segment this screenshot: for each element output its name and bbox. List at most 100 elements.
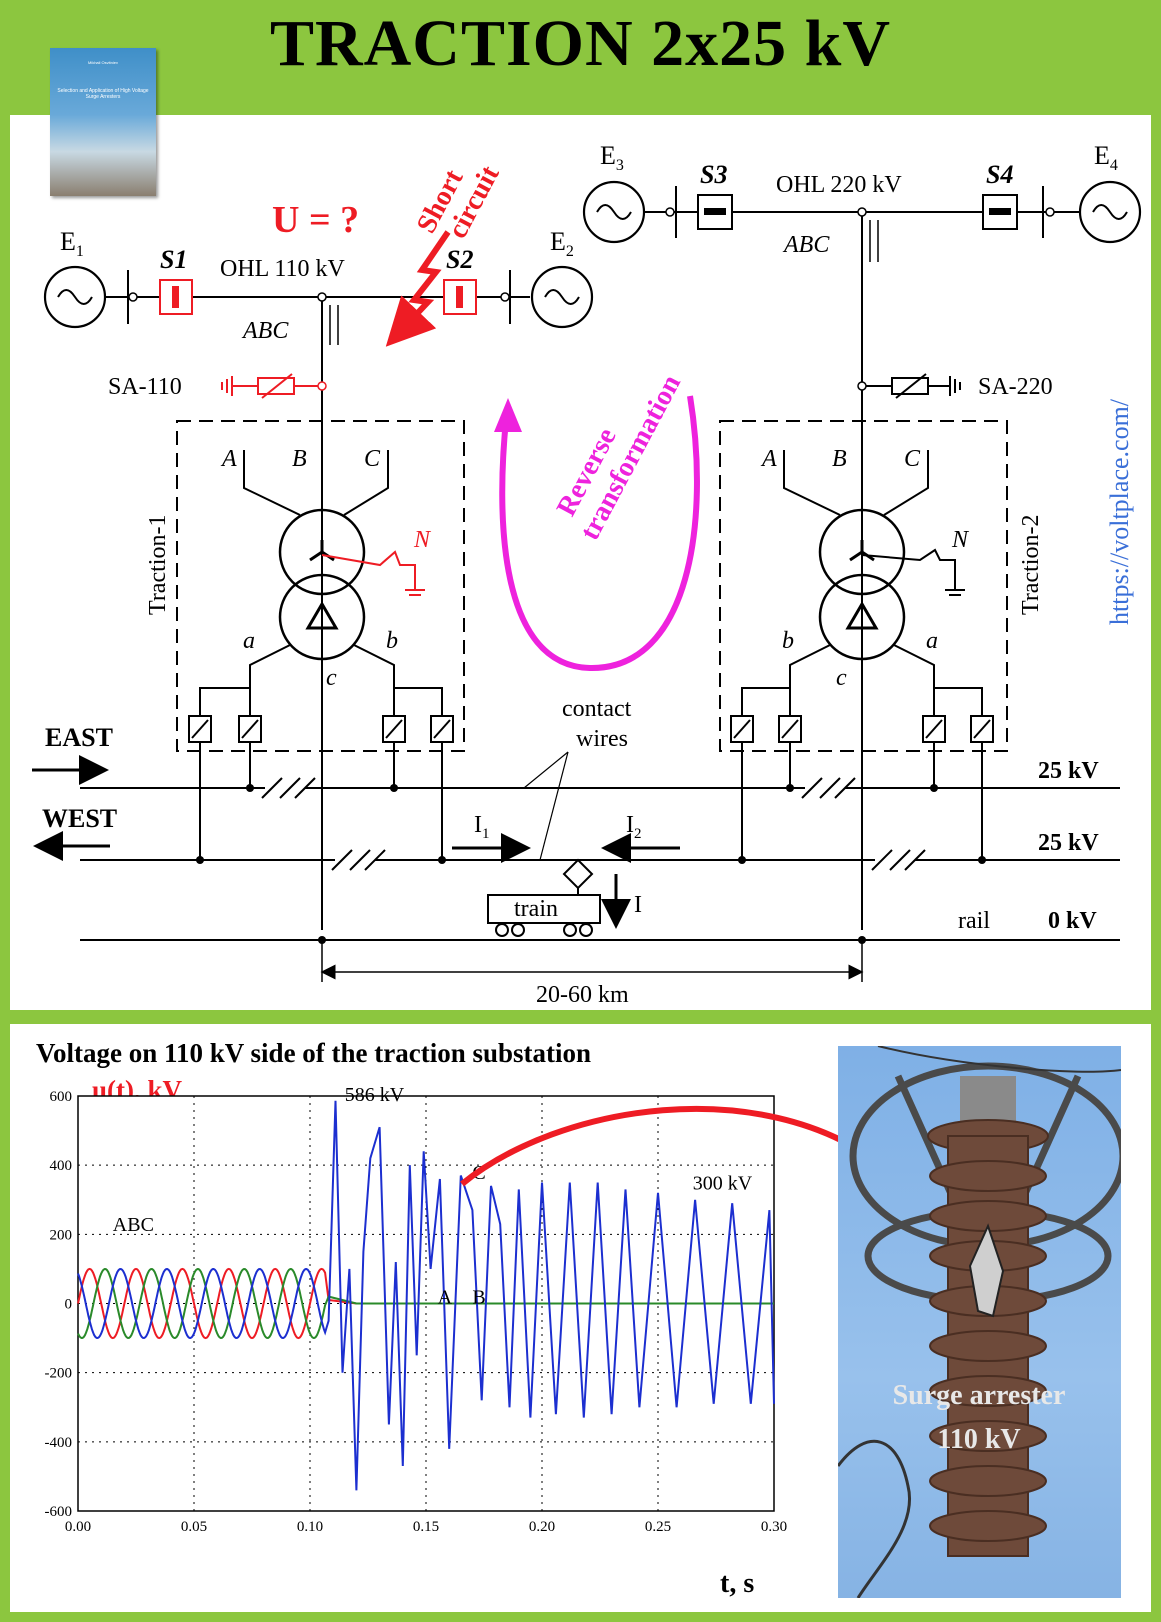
series-line-a: [77, 1267, 774, 1340]
x-tick-label: 0.10: [297, 1519, 323, 1535]
phase-b-hv-1: B: [292, 446, 307, 472]
label-current-i2: I2: [626, 812, 642, 842]
label-e1: E1: [60, 227, 84, 260]
source-e1: [43, 265, 107, 329]
lightning-icon: [385, 230, 451, 347]
label-abc-2: ABC: [782, 232, 830, 258]
source-e2: [530, 265, 594, 329]
surge-arrester-photo: Surge arrester 110 kV: [838, 1046, 1121, 1598]
reverse-transformation-arrow: [499, 395, 700, 672]
y-tick-label: 400: [50, 1158, 73, 1174]
switch-s2[interactable]: [443, 279, 477, 315]
voltage-label-east: 25 kV: [1038, 758, 1099, 784]
label-s4: S4: [986, 160, 1013, 189]
switch-s4[interactable]: [982, 194, 1018, 230]
switch-s3[interactable]: [697, 194, 733, 230]
label-traction-2: Traction-2: [1018, 515, 1044, 615]
label-current-i: I: [634, 892, 642, 918]
label-s2: S2: [446, 245, 473, 274]
reverse-transformation-label: Reverse transformation: [551, 370, 688, 546]
page-title: TRACTION 2x25 kV: [269, 7, 892, 80]
transformer-1: [278, 508, 366, 661]
book-author: Mikhail Osvitniev: [87, 60, 118, 65]
label-ohl-220: OHL 220 kV: [776, 172, 902, 198]
neutral-2: [861, 548, 956, 590]
traction-2-box: [719, 420, 1008, 752]
phase-a-hv-2: A: [760, 446, 777, 472]
schematic-diagram: E1 S1 OHL 110 kV S2 E2 U = ? Short circu…: [32, 141, 1142, 1008]
chart-title: Voltage on 110 kV side of the traction s…: [36, 1038, 591, 1068]
x-tick-label: 0.00: [65, 1519, 91, 1535]
voltage-chart: Voltage on 110 kV side of the traction s…: [36, 1038, 840, 1599]
series-line-c: [77, 1100, 775, 1491]
x-tick-label: 0.30: [761, 1519, 787, 1535]
short-circuit-label: Short circuit: [411, 160, 506, 243]
label-east: EAST: [45, 723, 113, 752]
phase-c-hv-1: C: [364, 446, 381, 472]
phase-b-lv-2: b: [782, 628, 794, 654]
y-tick-label: 200: [50, 1227, 73, 1243]
label-contact-wires-1: contact: [562, 696, 632, 722]
label-rail: rail: [958, 908, 990, 934]
switch-s1[interactable]: [159, 279, 193, 315]
chart-annotation: 300 kV: [693, 1172, 753, 1194]
curved-red-arrow: [460, 1106, 840, 1187]
arresters-traction-1: [188, 715, 454, 743]
book-title: Selection and Application of High Voltag…: [57, 88, 149, 100]
chart-xlabel: t, s: [720, 1568, 754, 1599]
label-abc-1: ABC: [241, 318, 289, 344]
x-tick-label: 0.15: [413, 1519, 439, 1535]
phase-b-hv-2: B: [832, 446, 847, 472]
neutral-1: [321, 550, 416, 590]
label-e4: E4: [1094, 141, 1118, 174]
x-tick-label: 0.25: [645, 1519, 671, 1535]
arresters-traction-2: [730, 715, 994, 743]
label-sa220: SA-220: [978, 374, 1053, 400]
phase-b-lv-1: b: [386, 628, 398, 654]
chart-annotation: A: [438, 1287, 453, 1309]
y-tick-label: -200: [45, 1366, 73, 1382]
source-e4: [1078, 180, 1142, 244]
train-icon: [487, 858, 601, 937]
surge-arrester-sa220: [866, 373, 961, 399]
x-tick-label: 0.20: [529, 1519, 555, 1535]
phase-c-lv-1: c: [326, 665, 337, 691]
label-e3: E3: [600, 141, 624, 174]
phase-a-lv-2: a: [926, 628, 938, 654]
question-u: U = ?: [272, 199, 359, 241]
voltage-label-rail: 0 kV: [1048, 908, 1097, 934]
label-west: WEST: [42, 804, 117, 833]
label-contact-wires-2: wires: [576, 726, 628, 752]
photo-caption-line1: Surge arrester: [893, 1380, 1066, 1411]
phase-a-hv-1: A: [220, 446, 237, 472]
transformer-2: [818, 508, 906, 661]
series-line-b: [77, 1267, 774, 1340]
label-traction-1: Traction-1: [145, 515, 171, 615]
traction-1-box: [176, 420, 465, 752]
voltage-label-west: 25 kV: [1038, 830, 1099, 856]
chart-annotation: B: [472, 1287, 485, 1309]
reverse-arrowhead-icon: [494, 398, 522, 432]
phase-c-hv-2: C: [904, 446, 921, 472]
label-s3: S3: [700, 160, 727, 189]
y-tick-label: 600: [50, 1089, 73, 1105]
photo-caption-line2: 110 kV: [937, 1424, 1020, 1455]
website-link[interactable]: https://voltplace.com/: [1105, 398, 1134, 625]
label-e2: E2: [550, 227, 574, 260]
label-ohl-110: OHL 110 kV: [220, 256, 346, 282]
label-neutral-2: N: [951, 527, 970, 553]
chart-annotation: ABC: [113, 1214, 154, 1236]
phase-a-lv-1: a: [243, 628, 255, 654]
label-distance: 20-60 km: [536, 982, 629, 1008]
label-current-i1: I1: [474, 812, 490, 842]
x-tick-label: 0.05: [181, 1519, 207, 1535]
surge-arrester-sa110: [221, 373, 318, 399]
chart-annotation: 586 kV: [345, 1084, 405, 1106]
y-tick-label: 0: [65, 1297, 73, 1313]
y-tick-label: -400: [45, 1435, 73, 1451]
label-train: train: [514, 896, 558, 922]
label-s1: S1: [160, 245, 187, 274]
book-cover-thumbnail[interactable]: Mikhail Osvitniev Selection and Applicat…: [50, 48, 156, 196]
phase-c-lv-2: c: [836, 665, 847, 691]
y-tick-label: -600: [45, 1504, 73, 1520]
